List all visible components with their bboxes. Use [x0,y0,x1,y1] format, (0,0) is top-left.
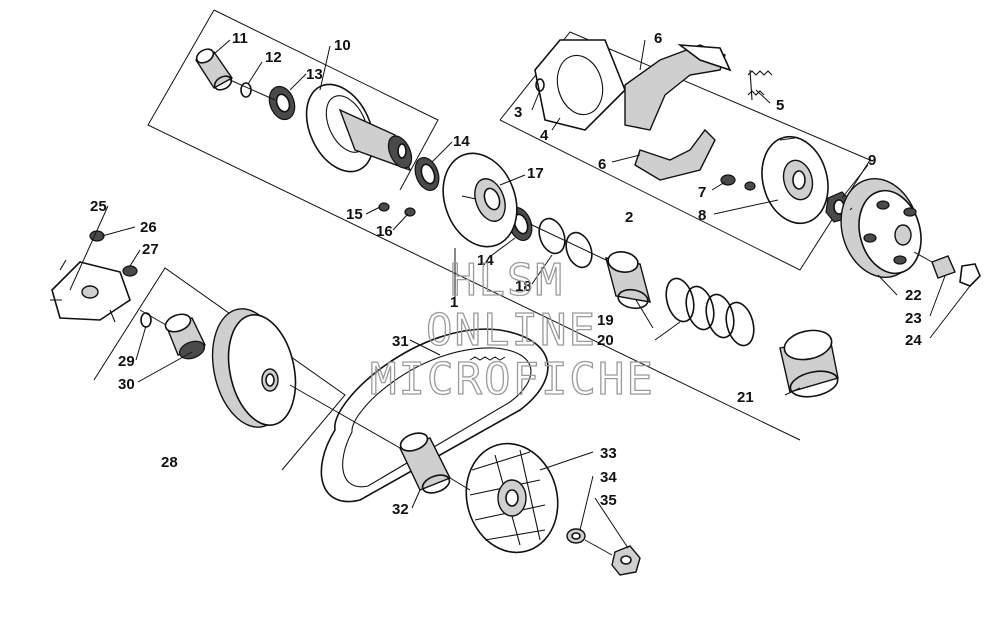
part-16-pin [404,207,416,217]
part-14-seal-a [414,156,440,192]
part-25-plate [50,259,131,323]
callout-1: 1 [450,294,458,311]
callout-6a: 6 [654,30,662,47]
callout-27: 27 [142,241,159,258]
callout-3: 3 [514,104,522,121]
callout-2: 2 [625,209,633,226]
watermark: HLSM ONLINE MICROFICHE [369,254,655,405]
part-5-spring [747,69,773,101]
part-35-nut [611,545,641,576]
group-bracket-1 [147,9,801,441]
callout-26: 26 [140,219,157,236]
part-34-washer [566,528,586,544]
part-10-sheave [305,83,413,173]
callout-21: 21 [737,389,754,406]
callout-14a: 14 [453,133,470,150]
part-17-movable-sheave [442,152,518,248]
callout-35: 35 [600,492,617,509]
part-30-bushing [164,313,206,360]
part-12-ring [240,82,252,98]
callout-5: 5 [776,97,784,114]
part-18-o-rings [538,217,593,269]
callout-6b: 6 [598,156,606,173]
watermark-line-2: ONLINE [426,305,597,356]
callout-11: 11 [232,30,248,47]
callout-16: 16 [376,223,393,240]
callout-10: 10 [334,37,351,54]
callout-23: 23 [905,310,922,327]
callout-31: 31 [392,333,409,350]
callout-30: 30 [118,376,135,393]
callout-25: 25 [90,198,107,215]
callout-24: 24 [905,332,922,349]
part-32-sleeve [399,432,451,494]
axis-lines [139,79,933,556]
part-7-spacer [720,174,756,191]
part-23-washer [931,255,956,279]
part-6-shoe-bottom [634,128,716,181]
watermark-line-1: HLSM [450,255,564,306]
part-20-spring [665,277,755,347]
callout-28: 28 [161,454,178,471]
part-19-sleeve [605,251,651,310]
part-28-drive-sheave [211,308,297,428]
part-4-gasket [534,39,626,131]
part-13-seal [268,85,296,121]
part-31-belt [320,328,549,503]
part-11-bushing [194,48,234,91]
callout-9: 9 [868,152,876,169]
callout-7: 7 [698,184,706,201]
part-33-fan [465,442,559,554]
callout-20: 20 [597,332,614,349]
group-bracket-10 [213,9,439,191]
part-15-pin [378,202,390,212]
callout-17: 17 [527,165,544,182]
callout-32: 32 [392,501,409,518]
callout-labels: 1 2 3 4 5 6 6 7 8 9 10 11 12 13 14 14 15… [90,30,922,518]
callout-29: 29 [118,353,135,370]
callout-14b: 14 [477,252,494,269]
part-8-clutch-plate [761,135,829,225]
callout-12: 12 [265,49,282,66]
part-24-nut [959,263,981,287]
callout-22: 22 [905,287,922,304]
callout-13: 13 [306,66,323,83]
part-6-shoe-top [624,43,732,131]
part-27-nut [122,265,138,277]
leader-lines [69,39,971,549]
part-22-clutch-drum [840,178,922,278]
part-26-pin [89,230,105,242]
callout-33: 33 [600,445,617,462]
callout-18: 18 [515,278,532,295]
part-21-cap [779,329,839,398]
callout-34: 34 [600,469,617,486]
callout-4: 4 [540,127,549,144]
callout-15: 15 [346,206,363,223]
callout-19: 19 [597,312,614,329]
callout-8: 8 [698,207,706,224]
watermark-line-3: MICROFICHE [370,354,655,405]
